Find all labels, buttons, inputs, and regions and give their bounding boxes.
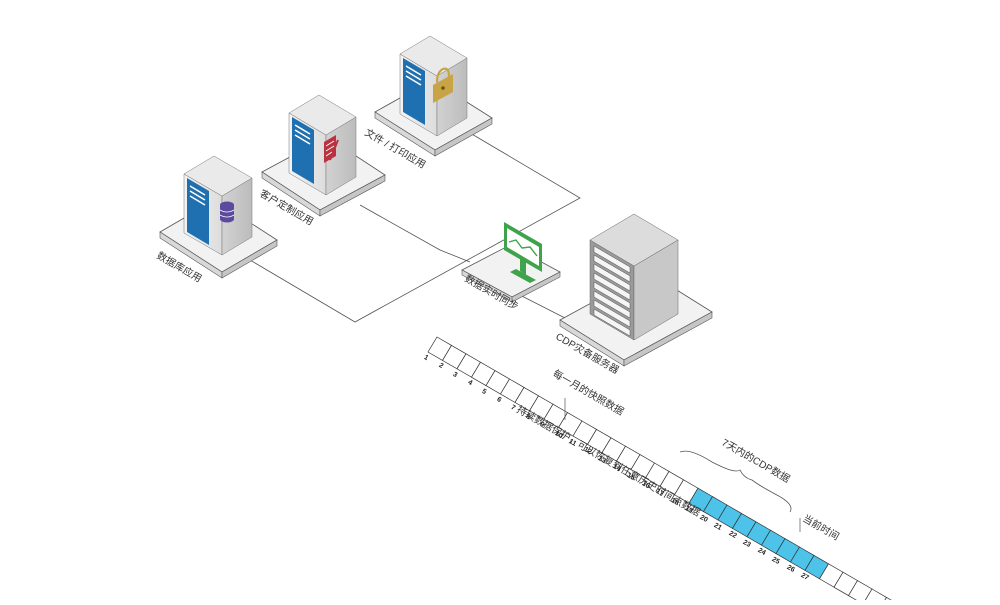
database-server[interactable] xyxy=(159,155,278,279)
rack-slot xyxy=(593,245,631,274)
custom-app-server[interactable] xyxy=(261,94,386,217)
file-print-server[interactable] xyxy=(374,35,493,157)
rack-slot xyxy=(593,308,631,337)
rack-slot xyxy=(593,290,631,319)
line-file-print xyxy=(249,129,581,323)
rack-slot xyxy=(593,263,631,292)
timeline-strip xyxy=(427,336,901,605)
document-edit-icon xyxy=(324,135,339,163)
line-custom-app xyxy=(359,204,471,263)
rack-slot xyxy=(593,254,631,283)
database-icon xyxy=(219,201,235,223)
lock-icon xyxy=(433,67,453,103)
rack-slot xyxy=(593,281,631,310)
rack-slots xyxy=(593,245,631,337)
rack-slot xyxy=(593,272,631,301)
rack-slot xyxy=(593,299,631,328)
cdp-brace xyxy=(679,450,792,513)
cdp-backup-server[interactable] xyxy=(559,213,713,367)
realtime-sync-monitor[interactable] xyxy=(461,222,561,303)
